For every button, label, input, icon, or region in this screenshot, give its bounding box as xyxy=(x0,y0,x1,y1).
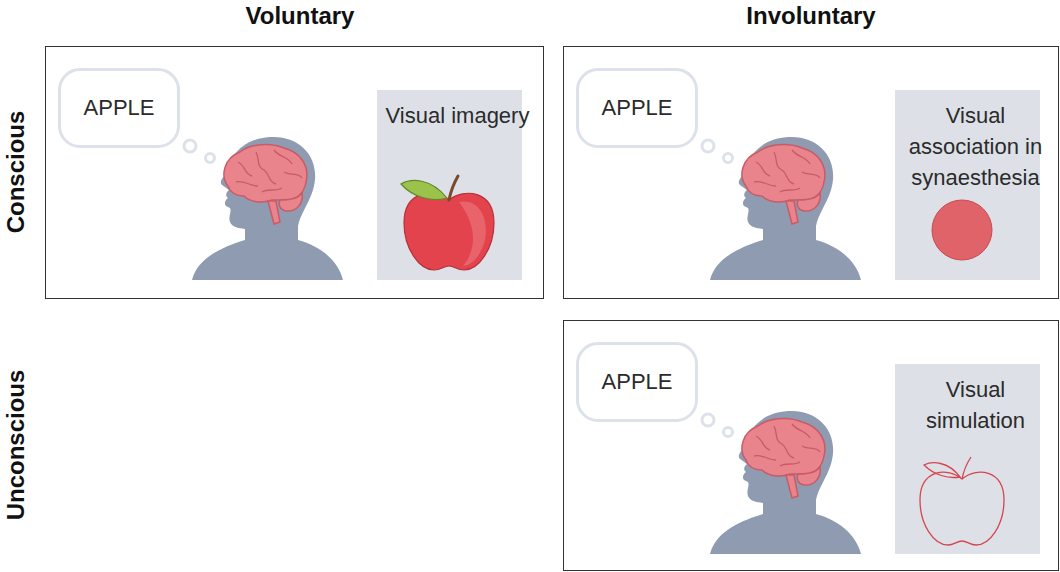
thought-bubble: APPLE xyxy=(576,342,698,422)
image-label-box: Visual imagery xyxy=(377,90,538,280)
panel-frame xyxy=(564,321,1059,571)
panel-caption: Visual association in synaesthesia xyxy=(899,100,1052,193)
apple-picture xyxy=(401,176,494,270)
panel-frame xyxy=(564,47,1059,299)
thought-bubble: APPLE xyxy=(576,68,698,148)
thought-word: APPLE xyxy=(602,95,673,121)
panel-caption: Visual simulation xyxy=(899,374,1052,436)
thought-bubble: APPLE xyxy=(58,68,180,148)
image-label-box: Visual simulation xyxy=(895,364,1056,554)
person xyxy=(702,137,861,280)
row-heading: Conscious xyxy=(2,111,30,234)
row-heading: Unconscious xyxy=(2,370,30,521)
column-heading: Involuntary xyxy=(746,2,875,30)
apple-outline xyxy=(920,457,1004,545)
image-label-box: Visual association in synaesthesia xyxy=(895,90,1056,280)
thought-word: APPLE xyxy=(84,95,155,121)
person xyxy=(702,411,861,554)
thought-word: APPLE xyxy=(602,369,673,395)
panel-caption: Visual imagery xyxy=(381,100,534,131)
panel-frame xyxy=(46,47,544,299)
column-heading: Voluntary xyxy=(246,2,355,30)
person xyxy=(184,137,343,280)
colour-disc xyxy=(932,200,992,260)
